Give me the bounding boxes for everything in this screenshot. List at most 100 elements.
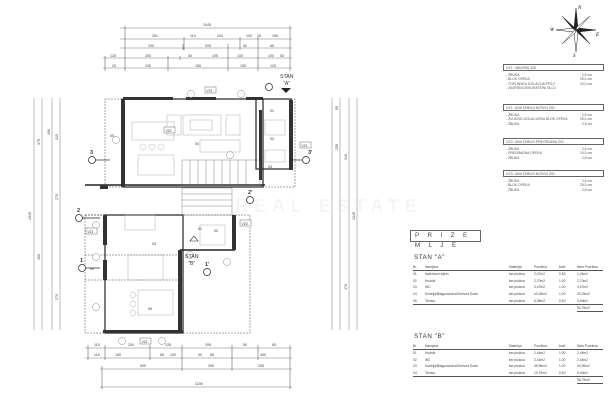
svg-text:470: 470: [344, 284, 348, 290]
svg-text:VZ3: VZ3: [242, 222, 248, 226]
svg-text:50: 50: [198, 353, 202, 357]
svg-text:115: 115: [94, 343, 100, 347]
svg-text:155: 155: [272, 34, 278, 38]
svg-text:50: 50: [188, 54, 192, 58]
svg-text:270: 270: [55, 294, 59, 300]
section-marker-3: 3: [90, 150, 93, 156]
section-marker-2-prime: 2': [248, 190, 253, 196]
wall-legend-title: VZ2: UNUTARNJI PREGRADNI ZID: [503, 138, 604, 145]
stan-b-label-2: "B": [188, 261, 195, 267]
svg-text:VZ1: VZ1: [142, 340, 148, 344]
svg-text:155: 155: [195, 64, 201, 68]
compass-n: N: [577, 6, 582, 11]
svg-text:250: 250: [145, 54, 151, 58]
svg-text:110: 110: [190, 34, 196, 38]
wall-legend-title: VZ3: UNUTARNJI NOSIVI ZID: [503, 170, 604, 177]
dim-top-overall: 1045: [203, 23, 211, 27]
svg-text:02: 02: [214, 229, 218, 233]
stan-a-label-1: STAN: [280, 74, 294, 80]
svg-text:310: 310: [344, 154, 348, 160]
svg-text:04: 04: [90, 267, 94, 271]
svg-text:65: 65: [272, 343, 276, 347]
svg-text:85: 85: [160, 353, 164, 357]
svg-text:04: 04: [195, 142, 199, 146]
svg-text:03: 03: [268, 165, 272, 169]
compass-rose-icon: N W E S: [548, 2, 604, 59]
svg-text:VZ1: VZ1: [207, 89, 213, 93]
level-marker-a-icon: [281, 88, 291, 93]
table-total-row: 56,79m2: [413, 376, 603, 385]
svg-text:155: 155: [115, 353, 121, 357]
svg-text:500: 500: [140, 364, 146, 368]
svg-text:295: 295: [205, 343, 211, 347]
svg-text:VZ1: VZ1: [88, 230, 94, 234]
stan-a-title: STAN "A": [414, 254, 446, 261]
svg-text:125: 125: [270, 64, 276, 68]
svg-text:65: 65: [270, 44, 274, 48]
svg-text:270: 270: [55, 194, 59, 200]
svg-text:230: 230: [148, 44, 154, 48]
svg-text:01: 01: [270, 109, 274, 113]
svg-text:25: 25: [257, 34, 261, 38]
dim-left-overall: 1345: [28, 212, 32, 220]
compass-w: W: [550, 28, 555, 33]
svg-text:115: 115: [94, 353, 100, 357]
svg-text:390: 390: [208, 364, 214, 368]
stan-a-label-2: "A": [283, 81, 290, 87]
stan-b-title: STAN "B": [414, 333, 446, 340]
svg-text:100: 100: [268, 54, 274, 58]
compass-e: E: [595, 33, 599, 38]
level-marker-b-icon: [189, 235, 199, 242]
svg-text:50: 50: [243, 44, 247, 48]
svg-text:390: 390: [260, 353, 266, 357]
stan-b-total: 56,79m2: [577, 376, 603, 385]
svg-text:100: 100: [246, 34, 252, 38]
svg-text:VZ1: VZ1: [302, 144, 308, 148]
svg-text:85: 85: [210, 353, 214, 357]
wall-legend-title: VZ1: VANJSKI ZID: [503, 64, 604, 71]
section-marker-2: 2: [77, 208, 80, 214]
svg-text:135: 135: [165, 343, 171, 347]
svg-text:315: 315: [55, 134, 59, 140]
svg-text:375: 375: [37, 139, 41, 145]
section-marker-1-prime: 1': [205, 262, 210, 268]
watermark: REAL ESTATE: [235, 196, 424, 216]
svg-text:100: 100: [170, 353, 176, 357]
svg-text:295: 295: [205, 44, 211, 48]
svg-text:03: 03: [152, 242, 156, 246]
svg-text:400: 400: [37, 254, 41, 260]
floor-title-box: P R I Z E M L J E: [410, 230, 481, 249]
svg-text:50: 50: [280, 54, 284, 58]
table-total-row: 50,75m2: [413, 304, 603, 312]
compass-s: S: [573, 54, 576, 58]
svg-text:01: 01: [198, 227, 202, 231]
svg-text:225: 225: [217, 34, 223, 38]
svg-text:305: 305: [258, 364, 264, 368]
svg-text:95: 95: [335, 106, 339, 110]
